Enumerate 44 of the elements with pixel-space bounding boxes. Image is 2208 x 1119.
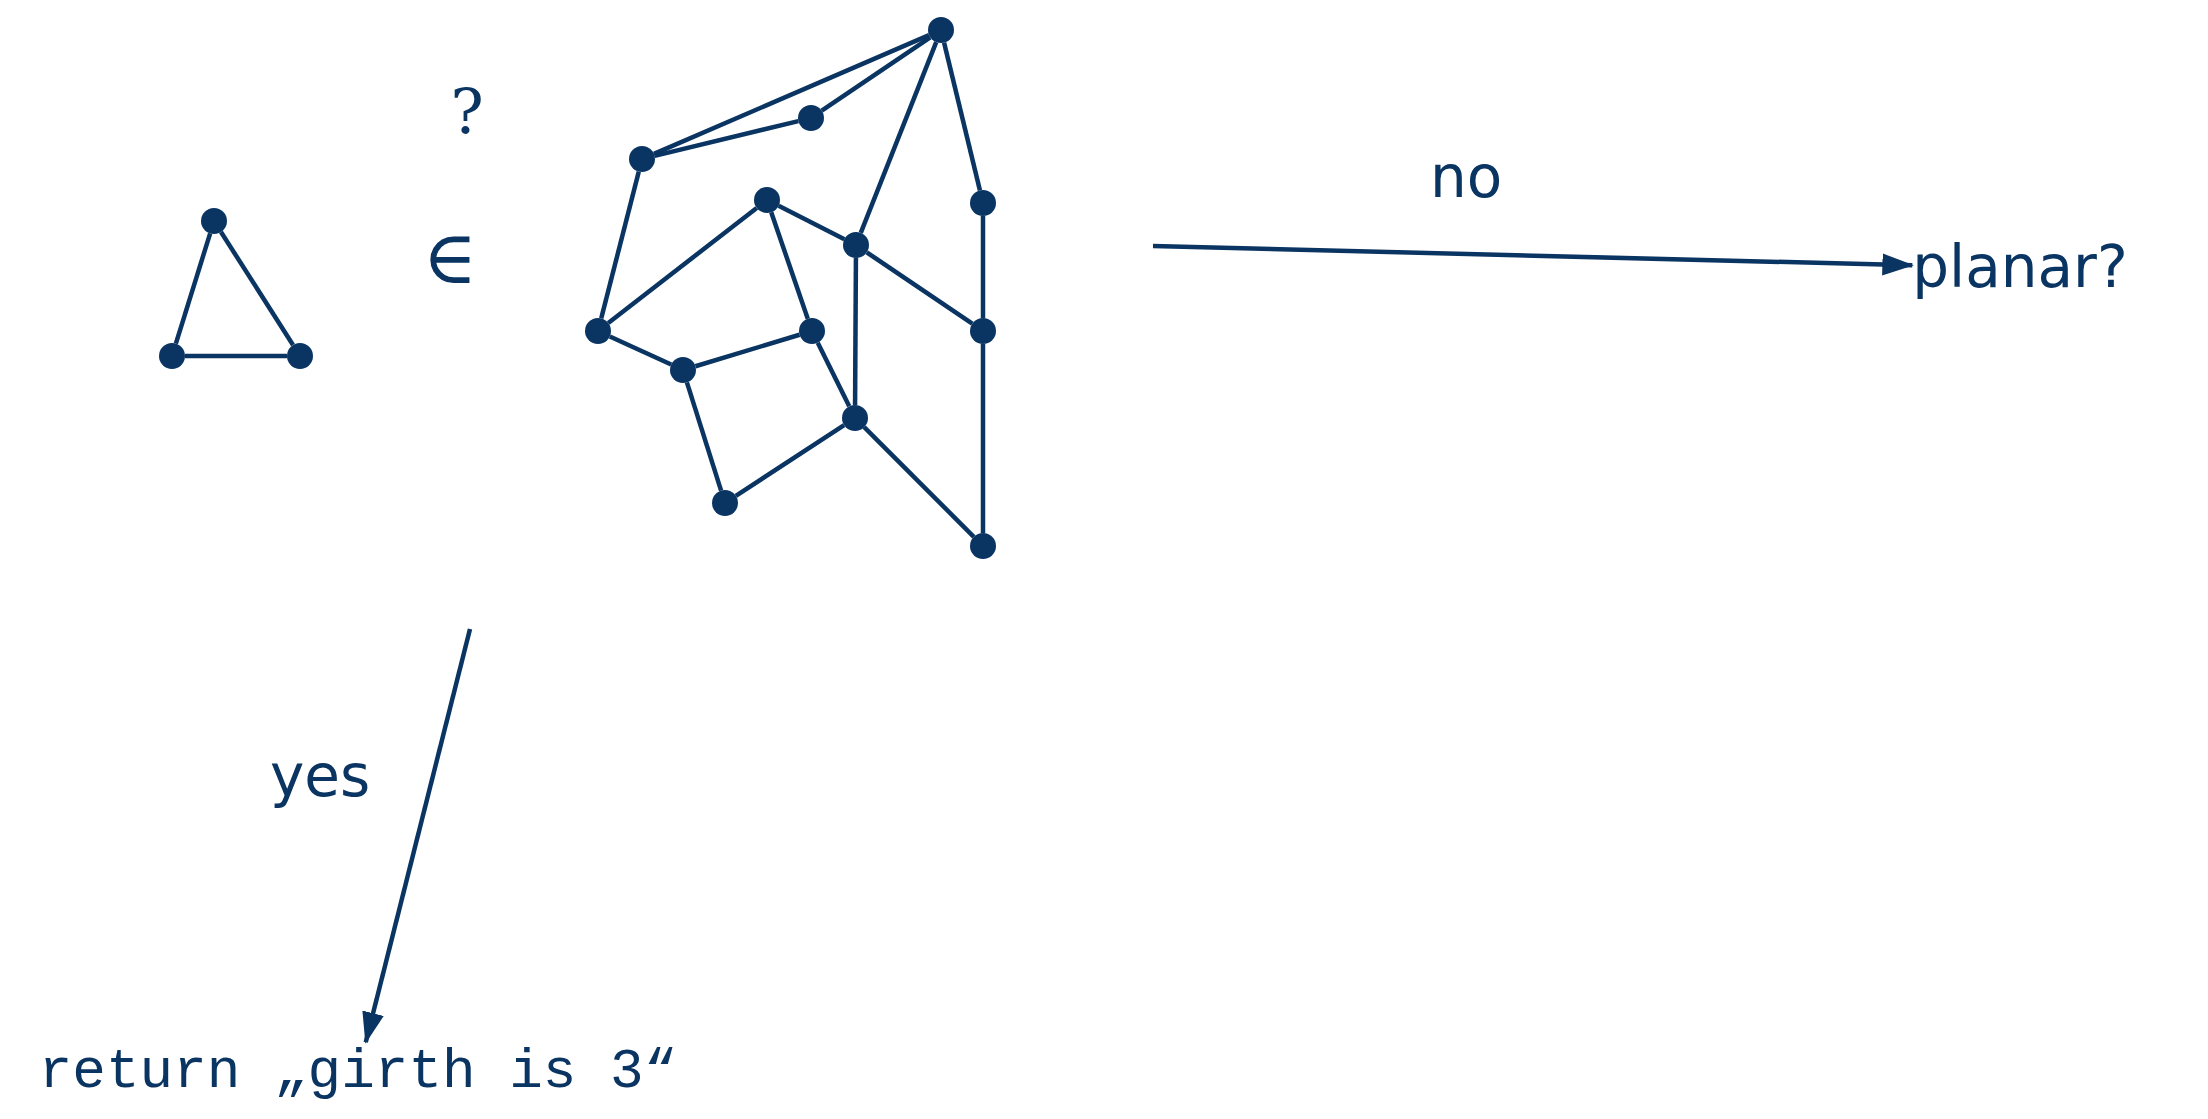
- graph-edge: [852, 258, 859, 405]
- graph-edge: [980, 344, 986, 533]
- graph-edge: [941, 42, 983, 191]
- vertex-dot: [970, 190, 996, 216]
- vertex-dot: [159, 343, 185, 369]
- graph-edge: [769, 211, 810, 320]
- vertex-dot: [201, 208, 227, 234]
- graph-edge: [815, 341, 852, 408]
- vertex-dot: [585, 318, 611, 344]
- vertex-dot: [629, 146, 655, 172]
- vertex-dot: [970, 533, 996, 559]
- vertex-dot: [670, 357, 696, 383]
- graph-edge: [653, 33, 930, 156]
- vertex-dot: [843, 232, 869, 258]
- return-statement: return „girth is 3“: [38, 1042, 678, 1104]
- graph-edge: [980, 216, 986, 318]
- graph-edge: [865, 250, 974, 326]
- graph-edge: [734, 423, 846, 498]
- graph-edge: [654, 118, 799, 159]
- graph-edge: [862, 425, 976, 539]
- graph-edge: [219, 230, 295, 347]
- graph-edge: [608, 334, 673, 367]
- vertex-dot: [798, 105, 824, 131]
- graph-edge: [777, 203, 846, 242]
- vertex-dot: [970, 318, 996, 344]
- arrow: [362, 628, 473, 1044]
- question-mark: ?: [450, 77, 484, 147]
- vertex-dot: [842, 405, 868, 431]
- graph-edge: [173, 232, 213, 345]
- vertex-dot: [799, 318, 825, 344]
- vertex-dot: [928, 17, 954, 43]
- element-of-symbol: ∈: [422, 217, 478, 299]
- graph-edge: [185, 353, 287, 359]
- arrow: [1152, 243, 1914, 276]
- question-text: planar?: [1912, 236, 2128, 300]
- graph-edge: [858, 41, 939, 234]
- graph-edge: [606, 206, 759, 325]
- graph-edge: [694, 332, 801, 369]
- graph-edge: [820, 35, 932, 113]
- vertex-dot: [754, 187, 780, 213]
- graph-edge: [599, 171, 641, 319]
- vertex-dot: [712, 490, 738, 516]
- graph-edge: [684, 381, 724, 492]
- vertex-dot: [287, 343, 313, 369]
